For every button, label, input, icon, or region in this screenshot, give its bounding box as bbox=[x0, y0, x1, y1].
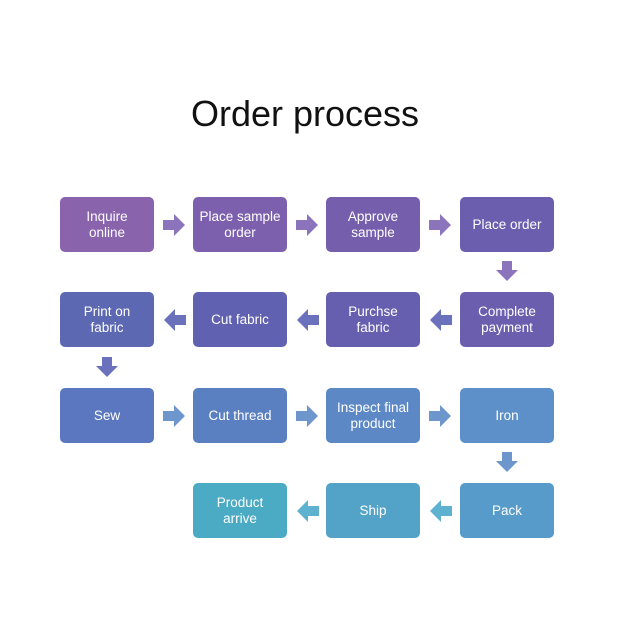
step-pack: Pack bbox=[460, 483, 554, 538]
step-product-arrive: Product arrive bbox=[193, 483, 287, 538]
step-purchase-fabric: Purchse fabric bbox=[326, 292, 420, 347]
step-cut-fabric: Cut fabric bbox=[193, 292, 287, 347]
step-print-on-fabric: Print on fabric bbox=[60, 292, 154, 347]
arrow-right-icon bbox=[429, 405, 451, 427]
arrow-right-icon bbox=[429, 214, 451, 236]
page-title: Order process bbox=[190, 93, 420, 134]
step-approve-sample: Approve sample bbox=[326, 197, 420, 252]
step-iron: Iron bbox=[460, 388, 554, 443]
arrow-right-icon bbox=[163, 405, 185, 427]
arrow-down-icon bbox=[496, 452, 518, 472]
arrow-left-icon bbox=[164, 309, 186, 331]
arrow-left-icon bbox=[297, 500, 319, 522]
step-inquire-online: Inquire online bbox=[60, 197, 154, 252]
step-place-sample-order: Place sample order bbox=[193, 197, 287, 252]
step-ship: Ship bbox=[326, 483, 420, 538]
arrow-down-icon bbox=[96, 357, 118, 377]
arrow-left-icon bbox=[297, 309, 319, 331]
arrow-right-icon bbox=[296, 405, 318, 427]
arrow-right-icon bbox=[296, 214, 318, 236]
arrow-down-icon bbox=[496, 261, 518, 281]
step-cut-thread: Cut thread bbox=[193, 388, 287, 443]
step-complete-payment: Complete payment bbox=[460, 292, 554, 347]
step-sew: Sew bbox=[60, 388, 154, 443]
step-place-order: Place order bbox=[460, 197, 554, 252]
arrow-left-icon bbox=[430, 309, 452, 331]
step-inspect-final-product: Inspect final product bbox=[326, 388, 420, 443]
arrow-left-icon bbox=[430, 500, 452, 522]
arrow-right-icon bbox=[163, 214, 185, 236]
